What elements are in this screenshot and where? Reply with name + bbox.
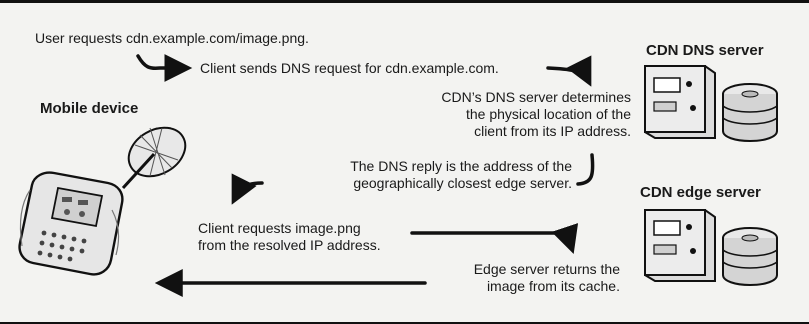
cdn-edge-server-title: CDN edge server	[640, 184, 761, 201]
step1-text: User requests cdn.example.com/image.png.	[35, 30, 309, 46]
step5-line: from the resolved IP address.	[198, 237, 381, 253]
step4-text: The DNS reply is the address of the geog…	[268, 158, 572, 192]
step6-text: Edge server returns the image from its c…	[430, 261, 620, 295]
cdn-dns-server-title: CDN DNS server	[646, 42, 764, 59]
arrow-dns-reply	[576, 153, 595, 186]
arrow-step2-to-dns	[546, 55, 592, 87]
edge-server-illustration	[644, 209, 778, 287]
step4-line: geographically closest edge server.	[353, 175, 572, 191]
arrow-step4-to-client	[231, 173, 264, 205]
arrow-step1-to-step2	[136, 54, 193, 82]
step3-text: CDN’s DNS server determines the physical…	[406, 89, 631, 140]
step6-line: image from its cache.	[486, 278, 620, 294]
arrow-step5-to-edge	[410, 222, 579, 254]
step6-line: Edge server returns the	[473, 261, 620, 277]
step5-line: Client requests image.png	[198, 220, 361, 236]
mobile-device-title: Mobile device	[40, 100, 139, 117]
step5-text: Client requests image.png from the resol…	[198, 220, 381, 254]
dns-server-illustration	[644, 65, 778, 143]
mobile-device-illustration	[18, 126, 187, 276]
step2-text: Client sends DNS request for cdn.example…	[200, 60, 499, 76]
step4-line: The DNS reply is the address of the	[350, 158, 572, 174]
step3-line: CDN’s DNS server determines	[441, 89, 631, 105]
step3-line: client from its IP address.	[474, 123, 631, 139]
step3-line: the physical location of the	[466, 106, 631, 122]
